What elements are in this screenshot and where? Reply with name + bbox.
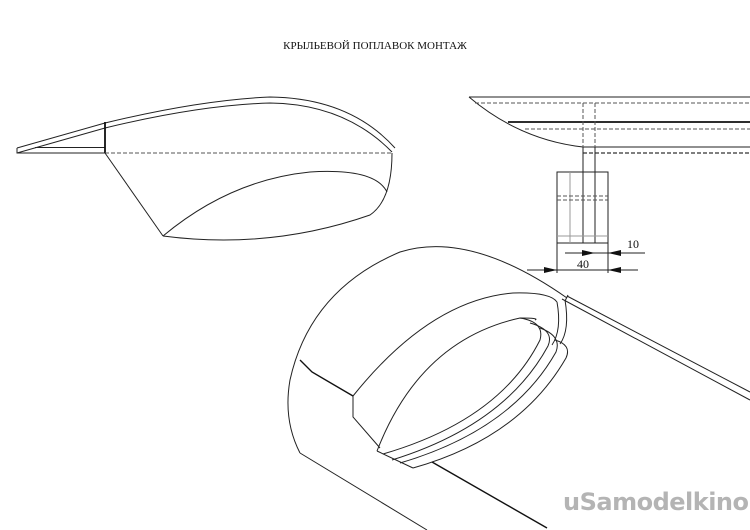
dimension-width-label: 40 (577, 257, 589, 271)
float-isometric-view (287, 246, 750, 530)
mount-front-view: 40 10 (468, 96, 750, 273)
dimension-offset-label: 10 (627, 237, 639, 251)
float-side-view (16, 96, 396, 241)
drawing-title: КРЫЛЬЕВОЙ ПОПЛАВОК МОНТАЖ (283, 40, 467, 52)
watermark-logo: uSamodelkino.ru (563, 488, 750, 516)
